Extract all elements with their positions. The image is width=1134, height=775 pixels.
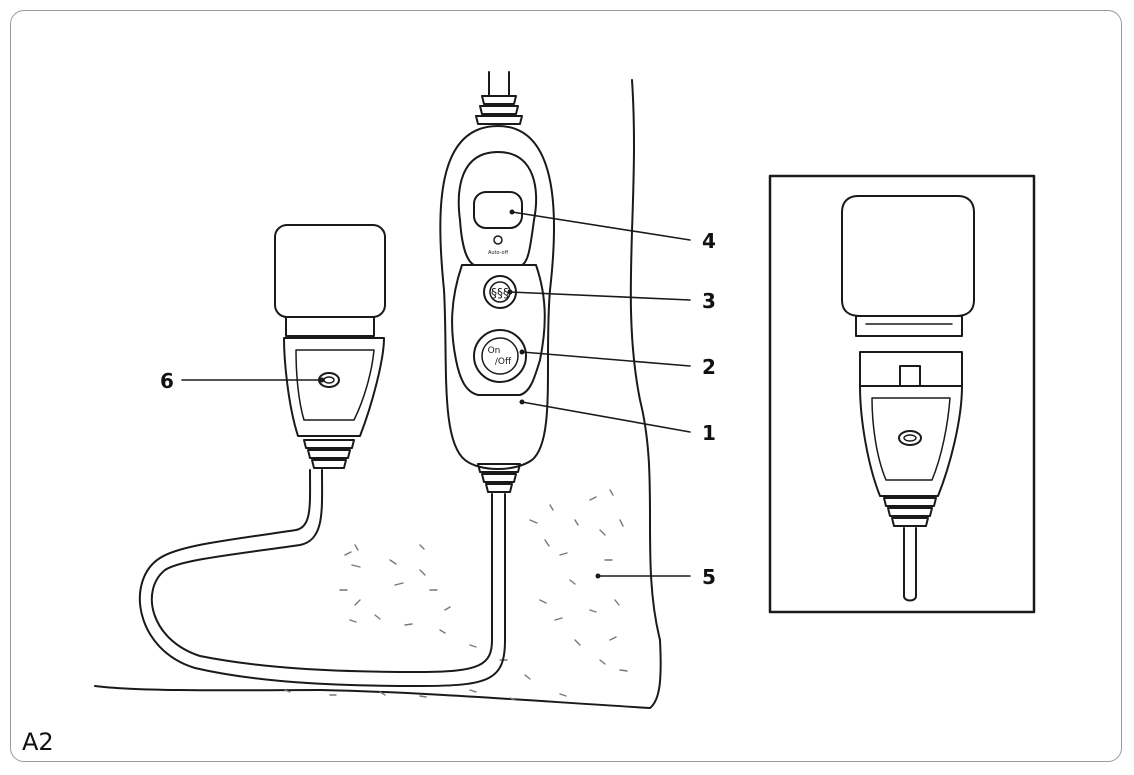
figure-frame <box>10 10 1122 762</box>
leader-dots <box>319 209 601 579</box>
fabric-texture <box>284 489 628 701</box>
heated-blanket <box>94 79 662 709</box>
indicator-text: Auto-off <box>488 250 509 256</box>
indicator-light <box>473 191 523 245</box>
leader-lines <box>181 211 691 577</box>
callout-4: 4 <box>702 229 716 253</box>
callout-5: 5 <box>702 565 716 589</box>
controller-body <box>439 125 555 470</box>
on-off-button <box>473 329 527 383</box>
controller-bottom-cable <box>138 463 521 687</box>
onoff-text-line2: /Off <box>495 357 512 367</box>
callout-2: 2 <box>702 355 716 379</box>
blanket-connector <box>274 224 386 469</box>
callout-6: 6 <box>160 369 174 393</box>
figure-label: A2 <box>22 728 54 756</box>
onoff-text-line1: On <box>488 346 501 356</box>
callout-3: 3 <box>702 289 716 313</box>
callout-1: 1 <box>702 421 716 445</box>
connector-detail-inset <box>768 174 1036 614</box>
heat-symbol-text: §§§ <box>491 286 509 300</box>
controller-top-cable <box>475 71 523 125</box>
